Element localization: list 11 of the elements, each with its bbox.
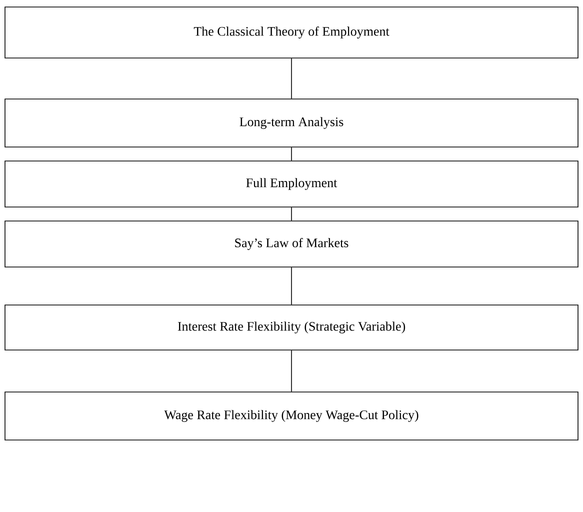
connector-line <box>291 267 292 305</box>
text-box: Say’s Law of Markets <box>4 220 578 268</box>
text-box: Wage Rate Flexibility (Money Wage-Cut Policy) <box>4 392 578 440</box>
text-box: The Classical Theory of Employment <box>4 6 578 58</box>
text-box: Long-term Analysis <box>4 98 578 148</box>
connector-line <box>291 207 292 221</box>
connector-line <box>291 58 292 99</box>
connector-line <box>291 147 292 161</box>
connector-line <box>291 350 292 392</box>
text-box: Full Employment <box>4 160 578 208</box>
text-box: Interest Rate Flexibility (Strategic Variable) <box>4 304 578 350</box>
